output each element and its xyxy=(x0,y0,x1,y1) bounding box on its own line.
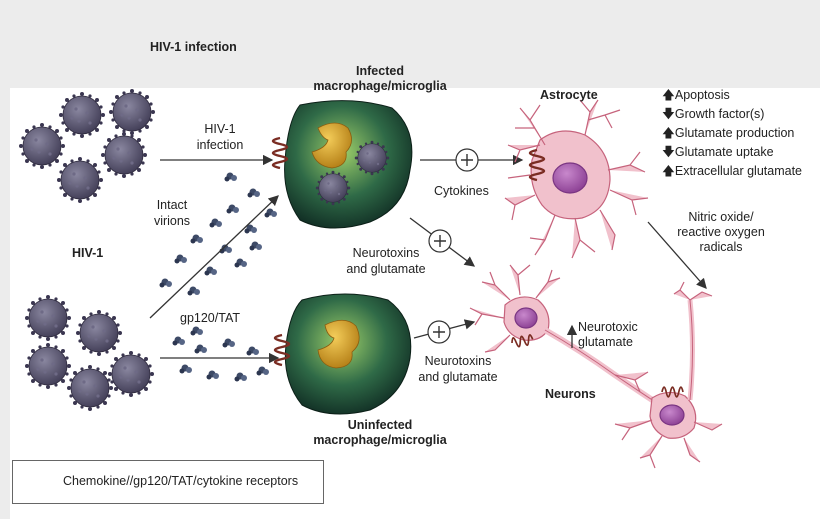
neurotoxins-label-bottom: Neurotoxins and glutamate xyxy=(418,354,498,384)
gp120-tat-label: gp120/TAT xyxy=(180,311,240,325)
uninfected-macrophage xyxy=(284,293,412,415)
down-arrow-icon: 🡇 xyxy=(662,107,675,121)
uninfected-cell-label: Uninfected macrophage/microglia xyxy=(313,418,447,447)
neuron-top xyxy=(469,264,662,408)
hiv-infection-title: HIV-1 infection xyxy=(150,40,237,54)
nitric-oxide-arrow xyxy=(647,221,707,289)
diagram-panel xyxy=(10,88,820,519)
effect-text: Apoptosis xyxy=(674,88,730,102)
effect-text: Growth factor(s) xyxy=(674,107,765,121)
intact-virions-arrow xyxy=(149,195,279,319)
cytokines-label: Cytokines xyxy=(434,184,489,198)
astrocyte-cell xyxy=(504,99,649,259)
astrocyte-label: Astrocyte xyxy=(540,88,598,102)
hiv-infection-arrow-label: HIV-1 infection xyxy=(196,122,244,152)
effect-item: 🡅Extracellular glutamate xyxy=(662,162,802,181)
neurons-label: Neurons xyxy=(545,387,596,401)
gp120-tat-particles xyxy=(172,326,269,382)
up-arrow-icon: 🡅 xyxy=(662,88,675,102)
infected-cell-label: Infected macrophage/microglia xyxy=(313,64,447,93)
intact-virion-particles xyxy=(159,172,277,296)
effect-item: 🡅Apoptosis xyxy=(662,86,802,105)
hiv1-label: HIV-1 xyxy=(72,246,104,260)
neuron-bottom xyxy=(614,281,723,469)
nitric-oxide-label: Nitric oxide/ reactive oxygen radicals xyxy=(677,210,765,254)
effect-item: 🡇Glutamate uptake xyxy=(662,143,802,162)
infected-macrophage xyxy=(284,100,413,229)
neurotoxins-label-top: Neurotoxins and glutamate xyxy=(346,246,426,276)
down-arrow-icon: 🡇 xyxy=(662,145,675,159)
legend-box: Chemokine//gp120/TAT/cytokine receptors xyxy=(12,460,324,504)
up-arrow-icon: 🡅 xyxy=(662,164,675,178)
hiv-virus-cluster-bottom xyxy=(24,294,155,412)
up-arrow-icon: 🡅 xyxy=(662,126,675,140)
hiv-virus-cluster-top xyxy=(18,88,156,204)
effect-item: 🡅Glutamate production xyxy=(662,124,802,143)
neurotoxic-glutamate-label: Neurotoxic glutamate xyxy=(578,320,638,349)
effect-text: Glutamate uptake xyxy=(674,145,774,159)
effect-text: Glutamate production xyxy=(674,126,795,140)
effect-text: Extracellular glutamate xyxy=(674,164,803,178)
intact-virions-label: Intact virions xyxy=(153,198,191,228)
effect-item: 🡇Growth factor(s) xyxy=(662,105,802,124)
astrocyte-effects-list: 🡅Apoptosis 🡇Growth factor(s) 🡅Glutamate … xyxy=(662,86,802,181)
legend-text: Chemokine//gp120/TAT/cytokine receptors xyxy=(63,474,299,488)
